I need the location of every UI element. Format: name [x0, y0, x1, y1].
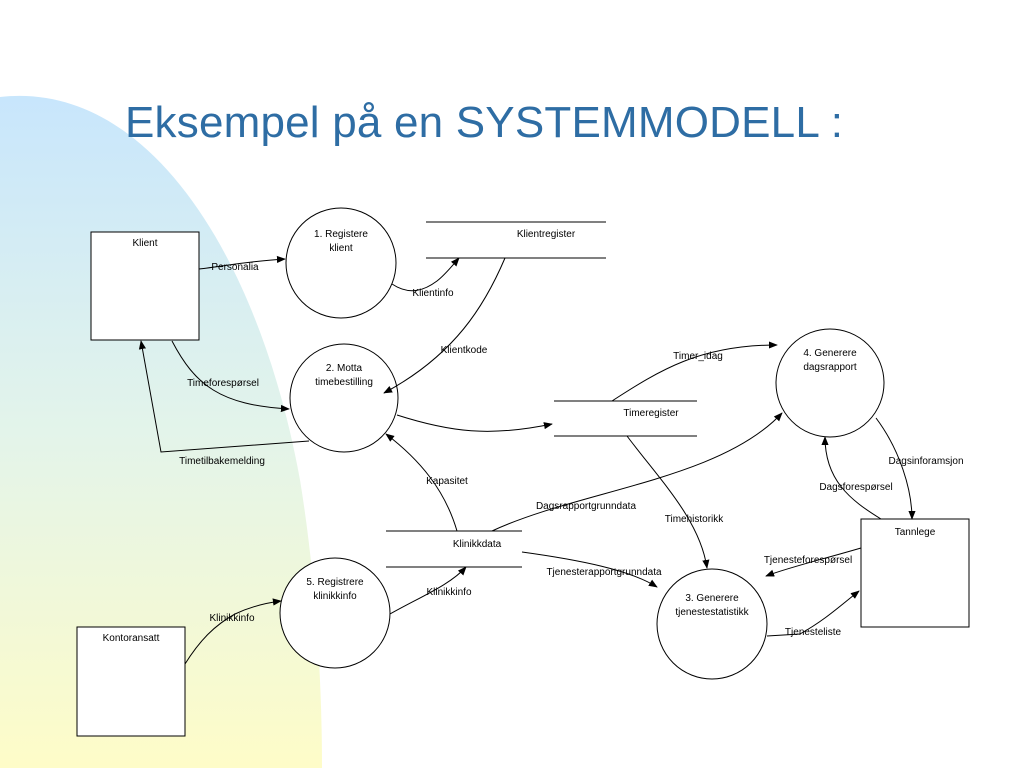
process-4-generere-dagsrapport: 4. Generere dagsrapport	[775, 328, 885, 438]
label-klinikkinfo-left: Klinikkinfo	[209, 613, 254, 624]
flow-timeforesporsel	[171, 340, 290, 413]
entity-tannlege-label: Tannlege	[895, 527, 936, 538]
flow-klientkode	[383, 257, 506, 394]
label-tjenesteforesporsel: Tjenesteforespørsel	[764, 555, 852, 566]
page-title: Eksempel på en SYSTEMMODELL :	[125, 98, 844, 147]
process-5-registrere-klinikkinfo: 5. Registrere klinikkinfo	[279, 557, 391, 669]
process-5-line-2: klinikkinfo	[313, 591, 357, 602]
background-arc	[0, 95, 322, 768]
entity-tannlege: Tannlege	[860, 518, 970, 628]
flow-tjenesteliste	[766, 590, 860, 637]
entity-klient-label: Klient	[132, 238, 157, 249]
process-1-line-1: 1. Registere	[314, 229, 368, 240]
label-klinikkinfo-right: Klinikkinfo	[426, 587, 471, 598]
process-4-line-1: 4. Generere	[803, 348, 857, 359]
flow-tjenesteforesporsel	[765, 547, 862, 577]
label-tjenesteliste: Tjenesteliste	[785, 627, 842, 638]
entity-kontoransatt-label: Kontoransatt	[103, 633, 160, 644]
flow-kapasitet	[385, 433, 458, 532]
process-3-line-1: 3. Generere	[685, 593, 739, 604]
flow-timehistorikk	[626, 435, 710, 569]
label-dagsinformasjon: Dagsinforamsjon	[888, 456, 963, 467]
flow-dagsinformasjon	[875, 417, 916, 520]
flow-p2-to-timeregister	[396, 414, 553, 432]
flow-personalia	[198, 255, 286, 270]
label-timer-idag: Timer_idag	[673, 351, 723, 362]
store-timeregister: Timeregister	[554, 400, 697, 437]
flow-tjenesterapportgrunndata	[521, 551, 658, 588]
process-1-registere-klient: 1. Registere klient	[285, 207, 397, 319]
entity-klient: Klient	[90, 231, 200, 341]
process-2-line-1: 2. Motta	[326, 363, 363, 374]
flow-dagsforesporsel	[821, 436, 882, 520]
store-klinikkdata: Klinikkdata	[386, 530, 522, 568]
store-klientregister: Klientregister	[426, 221, 606, 259]
flow-timetilbakemelding	[138, 340, 310, 453]
store-klientregister-label: Klientregister	[517, 229, 576, 240]
label-dagsforesporsel: Dagsforespørsel	[819, 482, 892, 493]
process-5-line-1: 5. Registrere	[306, 577, 364, 588]
flow-dagsrapportgrunndata	[491, 412, 783, 532]
process-1-line-2: klient	[329, 243, 353, 254]
process-3-generere-tjenestestatistikk: 3. Generere tjenestestatistikk	[656, 568, 768, 680]
label-dagsrapportgrunndata: Dagsrapportgrunndata	[536, 501, 637, 512]
label-timeforesporsel: Timeforespørsel	[187, 378, 259, 389]
label-tjenesterapportgrunndata: Tjenesterapportgrunndata	[546, 567, 662, 578]
flow-klinikkinfo-from-kontoransatt	[184, 598, 282, 665]
store-timeregister-label: Timeregister	[623, 408, 679, 419]
process-3-line-2: tjenestestatistikk	[675, 607, 749, 618]
label-klientkode: Klientkode	[441, 345, 488, 356]
entity-kontoransatt: Kontoransatt	[76, 626, 186, 737]
flow-klientinfo	[391, 257, 460, 292]
flow-klinikkinfo-to-store	[389, 566, 467, 615]
label-timehistorikk: Timehistorikk	[665, 514, 725, 525]
flow-timer-idag	[611, 341, 778, 402]
label-timetilbakemelding: Timetilbakemelding	[179, 456, 265, 467]
label-klientinfo: Klientinfo	[412, 288, 454, 299]
process-2-line-2: timebestilling	[315, 377, 373, 388]
label-personalia: Personalia	[211, 262, 259, 273]
process-2-motta-timebestilling: 2. Motta timebestilling	[289, 343, 399, 453]
process-4-line-2: dagsrapport	[803, 362, 857, 373]
label-kapasitet: Kapasitet	[426, 476, 468, 487]
store-klinikkdata-label: Klinikkdata	[453, 539, 502, 550]
